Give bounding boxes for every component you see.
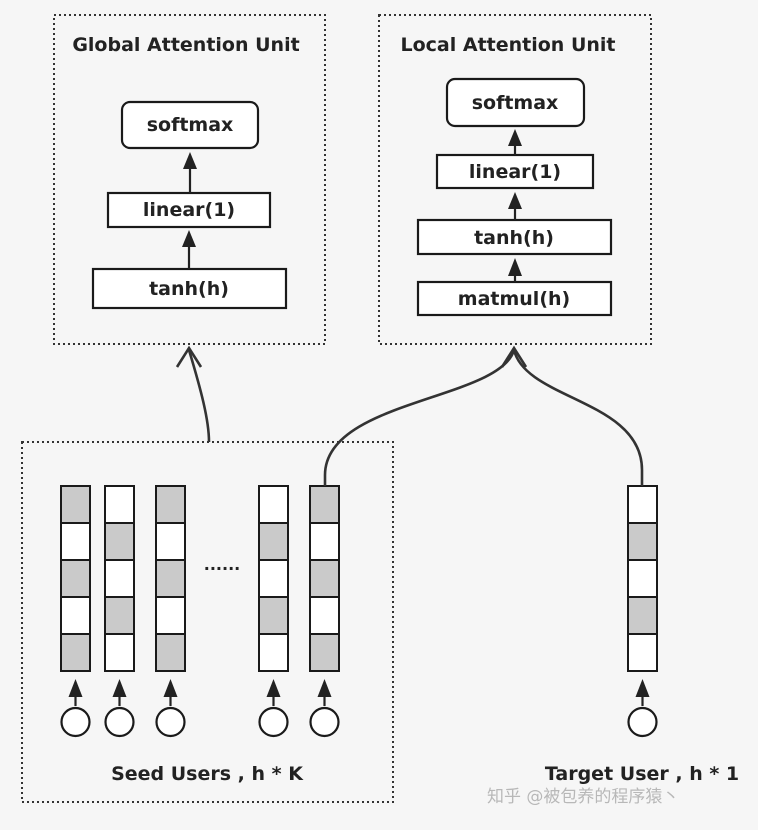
empty-cell — [155, 596, 186, 635]
seed-user-5-vector — [309, 485, 340, 738]
seed-vectors-ellipsis: ...... — [204, 555, 240, 574]
seed-user-1-vector — [60, 485, 91, 738]
local-matmul-label: matmul(h) — [458, 288, 570, 310]
global-tanh-label: tanh(h) — [149, 278, 229, 300]
local-attention-unit: Local Attention Unit softmax linear(1) t… — [378, 14, 652, 345]
local-arrow-matmul-to-tanh — [508, 258, 522, 282]
shaded-cell — [155, 485, 186, 524]
global-arrow-tanh-to-linear — [182, 230, 196, 269]
seed-users-group: ...... Seed Users , h * K — [21, 441, 394, 803]
shaded-cell — [309, 633, 340, 672]
shaded-cell — [60, 485, 91, 524]
shaded-cell — [258, 596, 289, 635]
local-softmax-box — [445, 77, 586, 128]
local-matmul-box — [416, 280, 613, 317]
global-linear-box — [106, 191, 272, 229]
shaded-cell — [60, 633, 91, 672]
global-arrow-linear-to-softmax — [183, 152, 197, 193]
seed-user-1-input-node — [60, 706, 91, 738]
global-linear-label: linear(1) — [143, 199, 235, 221]
local-softmax-label: softmax — [472, 92, 559, 114]
target-user-vector — [627, 485, 658, 738]
empty-cell — [258, 633, 289, 672]
input-arrow-head — [68, 679, 83, 697]
input-arrow-head — [163, 679, 178, 697]
connections — [175, 345, 644, 486]
seed-users-frame — [21, 441, 394, 803]
empty-cell — [258, 485, 289, 524]
shaded-cell — [309, 485, 340, 524]
seed-to-global-curve — [187, 349, 211, 443]
seed-user-2-input-node — [104, 706, 135, 738]
local-open-arrowhead — [500, 345, 528, 368]
empty-cell — [627, 633, 658, 672]
seed-user-4-input-node — [258, 706, 289, 738]
target-to-local-curve — [512, 349, 644, 486]
target-user-vector — [627, 485, 658, 738]
watermark-text: 知乎 @被包养的程序猿丶 — [487, 787, 679, 807]
shaded-cell — [60, 559, 91, 598]
seed-user-2-vector — [104, 485, 135, 738]
local-tanh-label: tanh(h) — [474, 227, 554, 249]
empty-cell — [627, 559, 658, 598]
input-arrow-head — [635, 679, 650, 697]
shaded-cell — [104, 596, 135, 635]
target-user-input-node — [627, 706, 658, 738]
empty-cell — [104, 633, 135, 672]
global-softmax-label: softmax — [147, 114, 234, 136]
local-arrow-tanh-to-linear — [508, 192, 522, 220]
seed-user-3-input-node — [155, 706, 186, 738]
empty-cell — [258, 559, 289, 598]
global-attention-title: Global Attention Unit — [72, 34, 299, 56]
shaded-cell — [627, 522, 658, 561]
shaded-cell — [258, 522, 289, 561]
seed-user-vectors — [60, 485, 340, 738]
seed-user-3-vector — [155, 485, 186, 738]
shaded-cell — [627, 596, 658, 635]
empty-cell — [627, 485, 658, 524]
global-attention-frame — [53, 14, 326, 345]
empty-cell — [309, 596, 340, 635]
empty-cell — [60, 522, 91, 561]
local-linear-label: linear(1) — [469, 161, 561, 183]
input-arrow-head — [112, 679, 127, 697]
global-softmax-box — [120, 100, 260, 150]
shaded-cell — [309, 559, 340, 598]
seed-users-label: Seed Users , h * K — [111, 763, 304, 785]
seed-user-5-input-node — [309, 706, 340, 738]
local-attention-title: Local Attention Unit — [401, 34, 616, 56]
input-arrow-head — [266, 679, 281, 697]
target-user-group: Target User , h * 1 — [545, 485, 739, 785]
seed-user-4-vector — [258, 485, 289, 738]
target-user-label: Target User , h * 1 — [545, 763, 739, 785]
local-arrow-linear-to-softmax — [508, 129, 522, 155]
input-arrow-head — [317, 679, 332, 697]
shaded-cell — [155, 559, 186, 598]
empty-cell — [309, 522, 340, 561]
seed-to-local-curve — [323, 349, 516, 486]
empty-cell — [60, 596, 91, 635]
local-tanh-box — [416, 218, 613, 256]
global-attention-unit: Global Attention Unit softmax linear(1) … — [53, 14, 326, 345]
shaded-cell — [155, 633, 186, 672]
shaded-cell — [104, 522, 135, 561]
empty-cell — [104, 485, 135, 524]
global-open-arrowhead — [175, 345, 203, 368]
local-attention-frame — [378, 14, 652, 345]
empty-cell — [104, 559, 135, 598]
empty-cell — [155, 522, 186, 561]
